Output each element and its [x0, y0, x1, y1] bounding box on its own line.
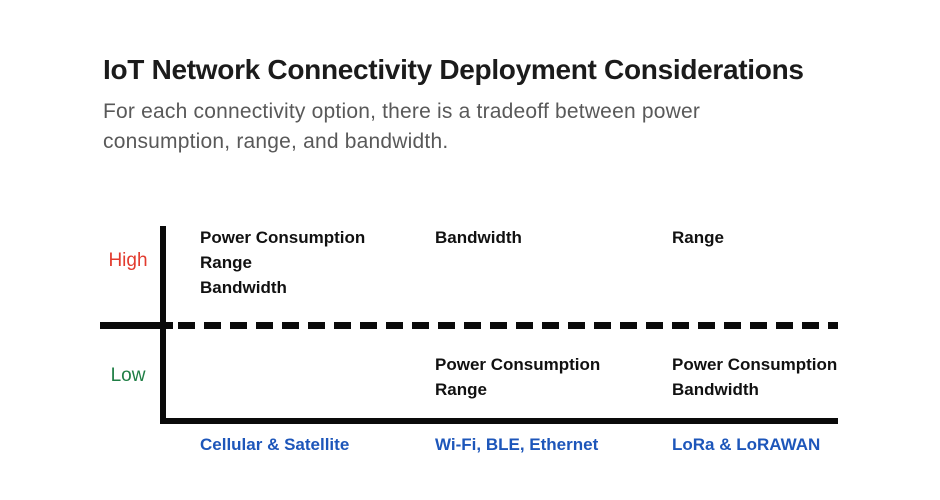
horizontal-axis-line: [160, 418, 838, 424]
attribute-item: Power Consumption: [672, 355, 838, 374]
attribute-item: Range: [672, 228, 724, 247]
tech-label-lora-lorawan: LoRa & LoRAWAN: [672, 435, 821, 454]
column-cellular-high-attributes: Power Consumption Range Bandwidth: [200, 225, 365, 300]
page-subtitle: For each connectivity option, there is a…: [103, 100, 701, 153]
tech-label-cellular-satellite: Cellular & Satellite: [200, 435, 350, 454]
column-lora-low-attributes: Power Consumption Bandwidth: [672, 352, 837, 402]
column-lora-high-attributes: Range: [672, 225, 724, 250]
threshold-dashed-line: [178, 322, 838, 329]
column-wifi-high-attributes: Bandwidth: [435, 225, 522, 250]
attribute-item: Bandwidth: [435, 228, 522, 247]
axis-label-high: High: [108, 250, 148, 271]
attribute-item: Range: [435, 380, 487, 399]
attribute-item: Power Consumption: [200, 228, 366, 247]
axis-label-low: Low: [110, 365, 146, 386]
attribute-item: Bandwidth: [672, 380, 759, 399]
threshold-line-tick: [100, 322, 173, 329]
tech-label-wifi-ble-ethernet: Wi-Fi, BLE, Ethernet: [435, 435, 599, 454]
attribute-item: Bandwidth: [200, 278, 287, 297]
attribute-item: Power Consumption: [435, 355, 601, 374]
column-wifi-low-attributes: Power Consumption Range: [435, 352, 600, 402]
attribute-item: Range: [200, 253, 252, 272]
page-title: IoT Network Connectivity Deployment Cons…: [103, 54, 804, 85]
